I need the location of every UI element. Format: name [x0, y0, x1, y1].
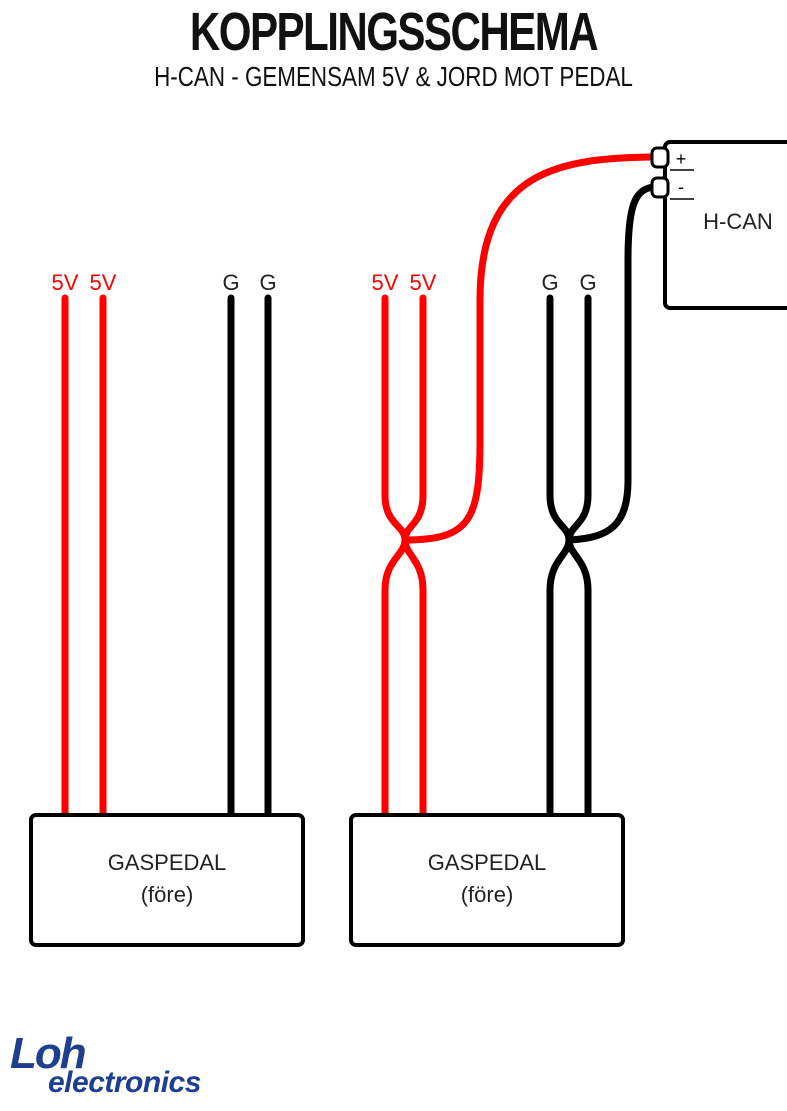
left-ground-label-1: G: [222, 270, 239, 295]
hcan-name: H-CAN: [703, 209, 773, 234]
right-ground-label-1: G: [541, 270, 558, 295]
right-ground-wire-1: [546, 294, 573, 819]
page-title: KOPPLINGSSCHEMA: [189, 2, 599, 62]
page-subtitle: H-CAN - GEMENSAM 5V & JORD MOT PEDAL: [154, 61, 633, 92]
left-ground-label-2: G: [259, 270, 276, 295]
hcan-minus-label: -: [678, 177, 684, 197]
hcan-plus-wire: [401, 153, 659, 544]
left-gaspedal-name: GASPEDAL: [108, 850, 227, 875]
hcan-plus-terminal: [650, 146, 670, 169]
right-5v-wire-2: [401, 294, 427, 819]
right-5v-label-2: 5V: [410, 270, 437, 295]
loh-electronics-logo: Loh electronics: [10, 1029, 201, 1098]
right-ground-label-2: G: [579, 270, 596, 295]
left-5v-label-2: 5V: [90, 270, 117, 295]
hcan-minus-terminal: [650, 176, 670, 199]
logo-line1: Loh: [10, 1029, 86, 1078]
right-gaspedal-box: [349, 813, 625, 947]
right-5v-wire-1: [381, 294, 409, 819]
left-5v-label-1: 5V: [52, 270, 79, 295]
right-gaspedal-sub: (före): [461, 882, 514, 907]
logo-line2: electronics: [48, 1066, 201, 1098]
right-ground-wire-2: [565, 294, 592, 819]
right-5v-label-1: 5V: [372, 270, 399, 295]
hcan-minus-wire: [565, 183, 659, 544]
left-gaspedal-box: [29, 813, 305, 947]
hcan-plus-label: +: [676, 149, 687, 169]
hcan-box: [663, 140, 787, 310]
right-gaspedal-name: GASPEDAL: [428, 850, 547, 875]
left-gaspedal-sub: (före): [141, 882, 194, 907]
